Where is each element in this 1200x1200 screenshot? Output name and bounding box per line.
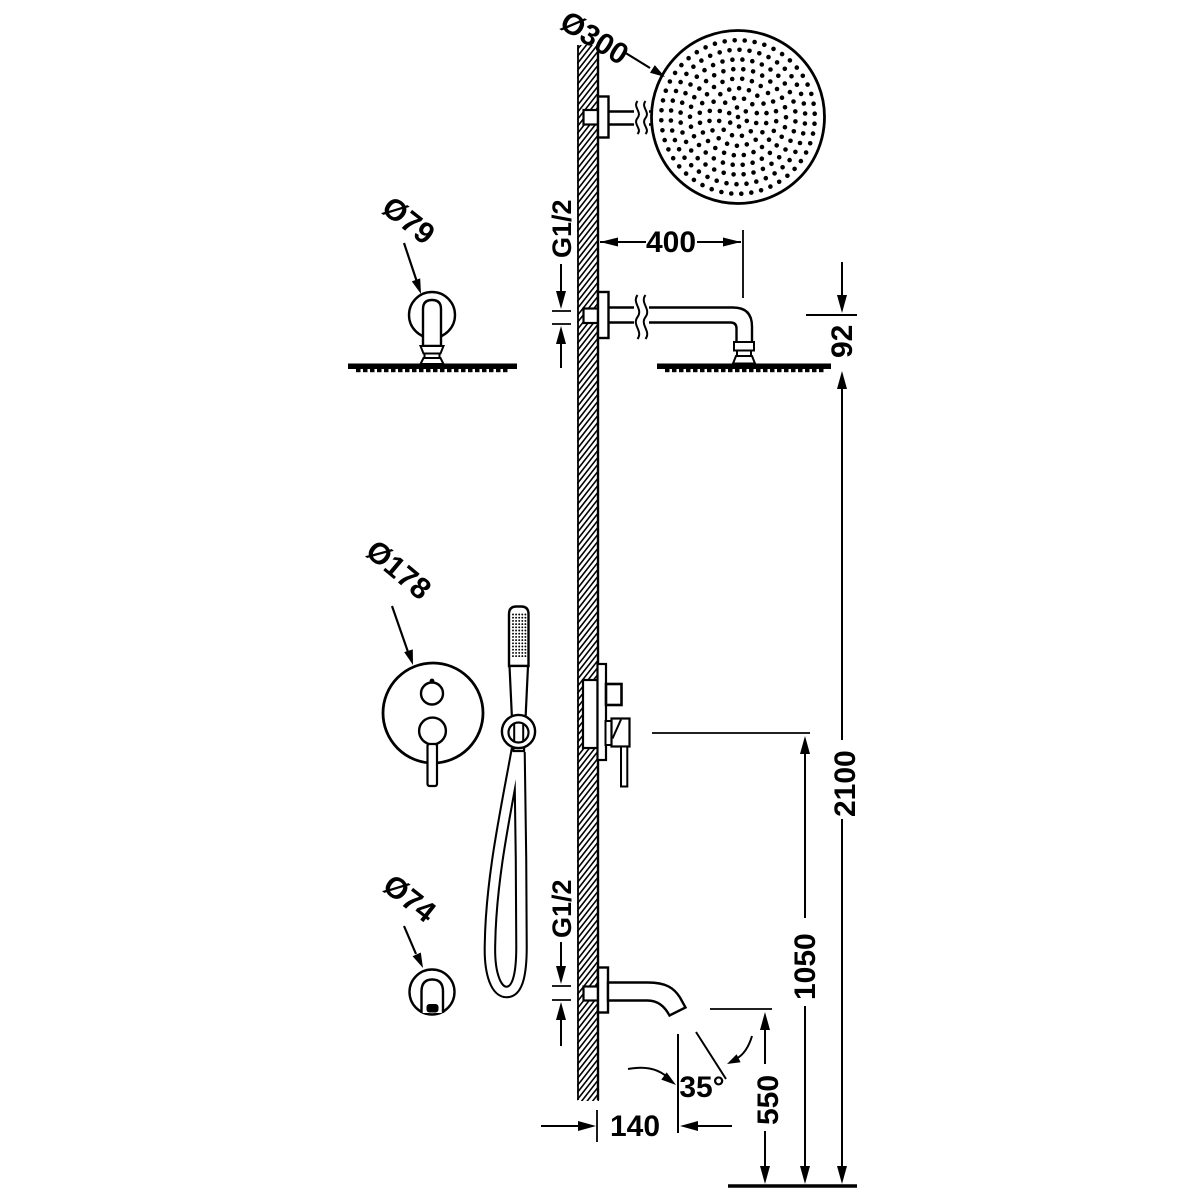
lever-hub xyxy=(417,716,448,746)
lever-chamfer xyxy=(611,719,622,739)
label-spout-reach: 140 xyxy=(610,1110,660,1143)
diverter-knob xyxy=(419,681,445,706)
head-plate-edge xyxy=(657,363,831,369)
label-mixer-diameter-group: Ø178 xyxy=(360,534,437,665)
arrowhead xyxy=(800,1166,810,1184)
wall-stub xyxy=(582,108,600,126)
arrowhead xyxy=(661,1072,676,1085)
arrowhead xyxy=(837,1166,847,1184)
spout-tube xyxy=(606,981,688,1018)
spout-front-view xyxy=(408,968,456,1016)
arrowhead xyxy=(556,326,566,344)
arrowhead xyxy=(556,966,566,984)
escutcheon-plate xyxy=(596,662,608,762)
arrowhead xyxy=(650,65,665,77)
arm-base xyxy=(418,357,446,365)
arrowhead xyxy=(723,237,741,247)
label-lower-thread: G1/2 xyxy=(547,879,577,938)
label-mixer-diameter: Ø178 xyxy=(360,534,437,606)
mixer-lever xyxy=(426,742,439,788)
wall-flange xyxy=(596,95,610,139)
label-spout-angle: 35° xyxy=(679,1071,724,1104)
head-plate-edge xyxy=(348,363,517,369)
dim-550: 550 xyxy=(710,1008,785,1184)
arm-tube xyxy=(421,298,443,348)
label-arm-flange-diameter: Ø79 xyxy=(376,191,441,252)
arrowhead xyxy=(411,278,421,294)
arm-outer xyxy=(608,306,754,342)
wall-hatch xyxy=(577,45,599,1101)
spout-outlet xyxy=(426,1004,439,1013)
spray-nozzle-dots xyxy=(659,38,817,196)
arrowhead xyxy=(600,237,618,247)
mixer-front-view xyxy=(381,661,485,788)
hand-shower xyxy=(483,605,537,999)
handle-through-ring xyxy=(513,723,525,742)
dim-35deg: 35° xyxy=(627,1031,753,1133)
dim-g12-upper: G1/2 xyxy=(547,199,577,368)
wall-stub xyxy=(582,307,600,325)
dim-400: 400 xyxy=(600,226,744,298)
spout-flange xyxy=(596,966,610,1014)
arrowhead xyxy=(837,371,847,389)
arrowhead xyxy=(680,1121,698,1131)
arm-nut xyxy=(419,345,445,355)
label-overhead-diameter: Ø300 xyxy=(554,5,634,72)
dim-92: 92 xyxy=(806,262,859,358)
arrowhead xyxy=(760,1012,770,1030)
dim-g12-lower: G1/2 xyxy=(547,879,577,1046)
pipe-break-icon xyxy=(635,100,640,135)
arm-flange-front-view xyxy=(348,290,517,373)
spout-body-front xyxy=(420,978,445,1013)
dim-140: 140 xyxy=(541,1110,732,1143)
arrowhead xyxy=(800,736,810,754)
holder-ring-inner xyxy=(507,721,530,744)
overhead-shower-bottom-view xyxy=(582,29,826,205)
pipe-break-icon xyxy=(643,100,648,135)
handshower-spray-face xyxy=(512,613,527,658)
arrowhead xyxy=(556,291,566,309)
lever-rod xyxy=(620,745,629,788)
label-overhead-height: 2100 xyxy=(829,750,862,817)
wall-stub xyxy=(582,985,600,1002)
arrowhead xyxy=(404,649,413,665)
label-upper-thread: G1/2 xyxy=(547,199,577,258)
arrowhead xyxy=(760,1166,770,1184)
in-wall-body xyxy=(581,678,599,750)
label-spout-flange-diameter: Ø74 xyxy=(377,869,442,930)
arrowhead xyxy=(412,952,423,968)
label-arm-flange-diameter-group: Ø79 xyxy=(376,191,441,294)
arrowhead xyxy=(727,1054,741,1064)
label-arm-reach: 400 xyxy=(646,226,696,259)
dim-1050: 1050 xyxy=(652,732,822,1184)
shower-arm-side-view xyxy=(582,290,831,373)
spout-side-view xyxy=(582,966,688,1018)
pipe-break-icon xyxy=(642,294,649,340)
arrowhead xyxy=(556,1002,566,1020)
wall-section xyxy=(577,45,600,1101)
diverter-knob-side xyxy=(604,682,623,707)
label-overhead-diameter-group: Ø300 xyxy=(554,5,665,77)
head-base xyxy=(731,355,757,365)
label-mixer-height: 1050 xyxy=(789,933,822,1000)
arrowhead xyxy=(578,1121,596,1131)
label-head-drop: 92 xyxy=(826,325,859,358)
wall-flange xyxy=(596,290,610,340)
nozzle-teeth xyxy=(665,369,824,373)
label-spout-height: 550 xyxy=(752,1075,785,1125)
knob-marker xyxy=(429,678,435,684)
label-spout-flange-diameter-group: Ø74 xyxy=(377,869,442,968)
nozzle-teeth xyxy=(356,369,508,373)
mixer-side-view xyxy=(581,662,631,788)
head-nut xyxy=(733,341,755,352)
pipe-break-icon xyxy=(634,294,641,340)
shower-hose-core xyxy=(485,748,526,997)
arrowhead xyxy=(837,295,847,313)
dim-2100: 2100 xyxy=(829,371,862,1184)
arm-inner xyxy=(608,321,738,342)
